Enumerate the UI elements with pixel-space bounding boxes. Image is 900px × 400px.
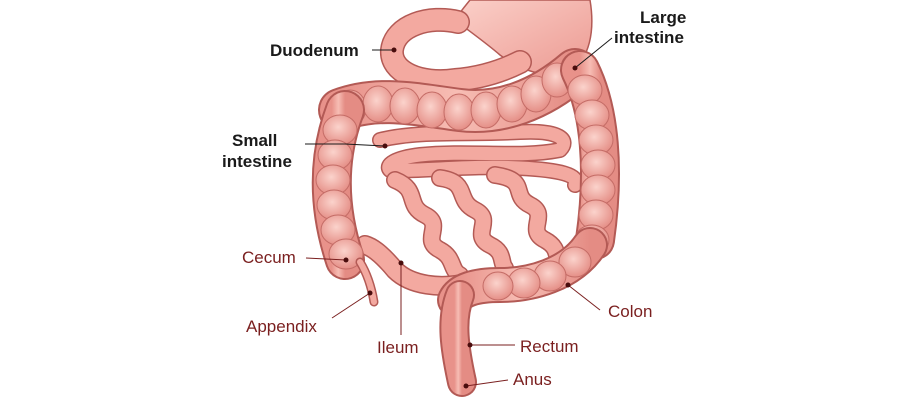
cecum-leader: [305, 257, 347, 261]
leader-lines: [305, 37, 613, 387]
label-colon: Colon: [608, 302, 653, 321]
label-appendix: Appendix: [246, 317, 317, 336]
anus-leader: [465, 379, 509, 387]
ascending-colon: [311, 90, 365, 280]
large-intestine-leader: [574, 37, 613, 69]
label-rectum: Rectum: [520, 337, 579, 356]
label-duodenum: Duodenum: [270, 41, 359, 60]
label-large-intestine-line2: intestine: [614, 28, 684, 47]
sigmoid-colon: [437, 227, 608, 318]
label-small-intestine-line2: intestine: [222, 152, 292, 171]
appendix-leader: [331, 292, 371, 319]
label-small-intestine-line1: Small: [232, 131, 278, 150]
label-cecum: Cecum: [242, 248, 296, 267]
small-intestine-leader: [305, 143, 386, 147]
colon-leader: [567, 284, 601, 311]
leader-dots: [343, 47, 578, 389]
label-large-intestine-line1: Large: [640, 8, 687, 27]
label-anus: Anus: [513, 370, 552, 389]
label-ileum: Ileum: [377, 338, 419, 357]
transverse-colon: [318, 48, 597, 133]
